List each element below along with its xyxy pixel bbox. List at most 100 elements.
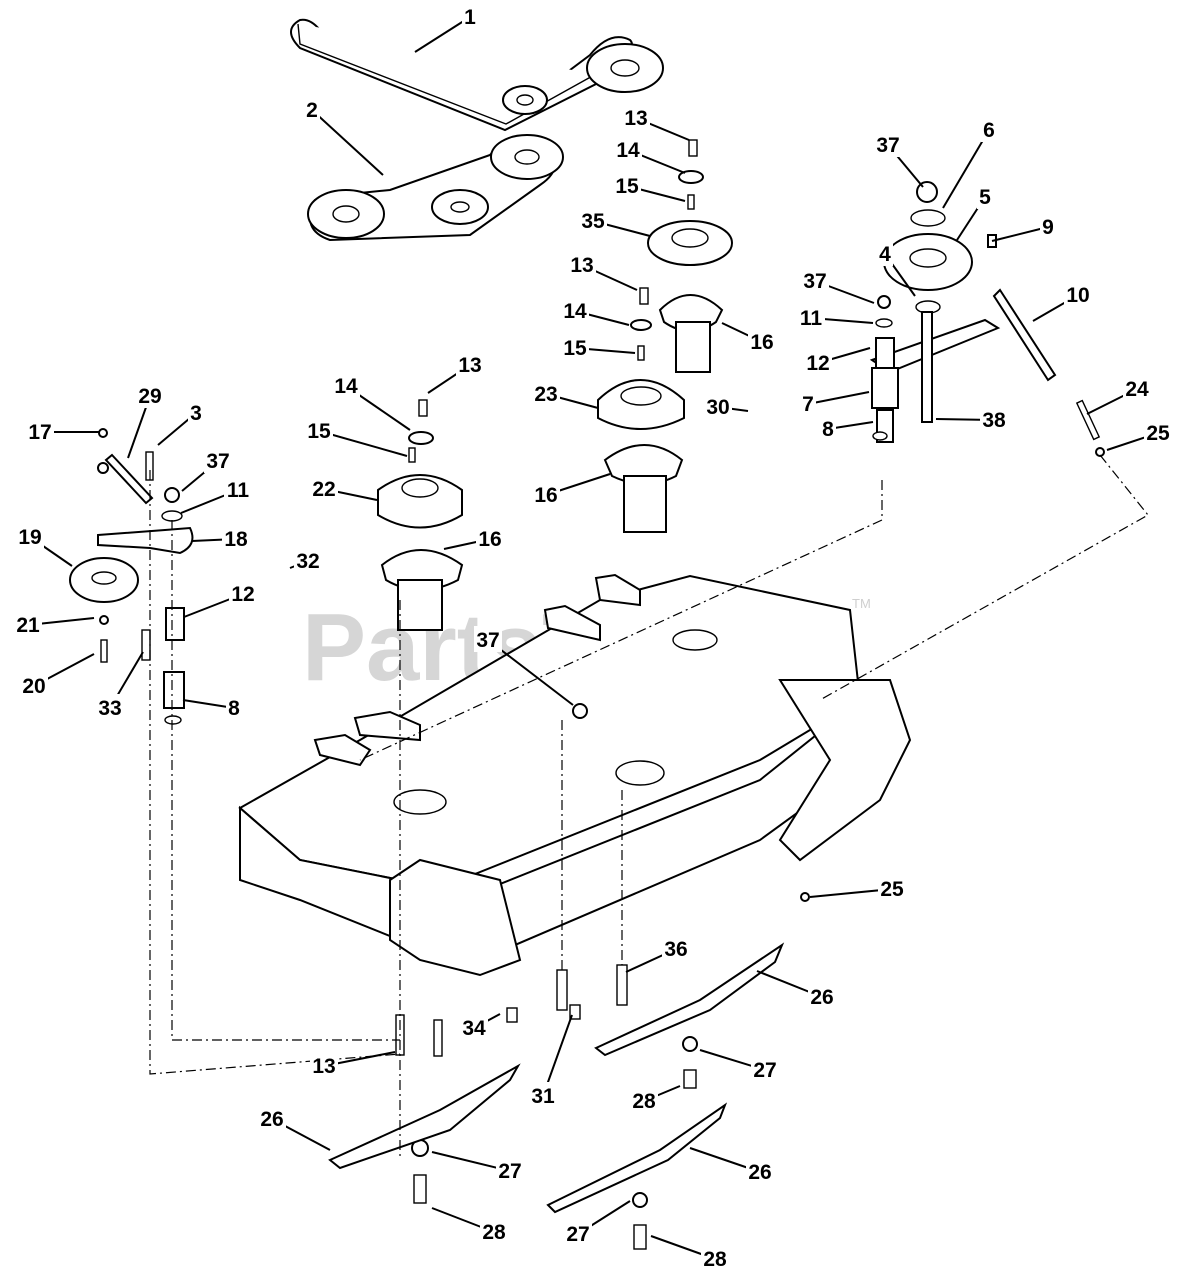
callout-label-bg	[874, 131, 902, 157]
callout-label-bg	[797, 304, 825, 330]
right-idler-group	[869, 181, 1105, 457]
callout-label-15: 15	[307, 420, 331, 443]
callout-label-13: 13	[624, 107, 647, 130]
callout-label-bg	[800, 390, 816, 416]
callout-label-bg	[877, 240, 893, 266]
callout-label-bg	[226, 694, 242, 720]
callout-leader	[487, 639, 574, 706]
callout-label-bg	[474, 626, 502, 652]
callout-label-bg	[564, 1220, 592, 1246]
callout-label-bg	[561, 297, 589, 323]
callout-label-25: 25	[1146, 422, 1170, 445]
callout-label-bg	[294, 547, 322, 573]
callout-label-31: 31	[531, 1085, 555, 1108]
callout-label-bg	[1064, 281, 1092, 307]
belt-1	[290, 18, 633, 132]
callout-label-bg	[14, 611, 42, 637]
callout-label-28: 28	[632, 1090, 656, 1113]
callout-label-38: 38	[982, 409, 1006, 432]
callout-label-11: 11	[800, 307, 823, 330]
callout-label-27: 27	[566, 1223, 589, 1246]
callout-label-9: 9	[1042, 216, 1054, 239]
callout-label-13: 13	[312, 1055, 335, 1078]
callout-label-bg	[981, 116, 997, 142]
callout-label-bg	[304, 96, 320, 122]
callout-label-25: 25	[880, 878, 904, 901]
callout-label-bg	[16, 523, 44, 549]
callout-label-32: 32	[296, 550, 319, 573]
callout-label-27: 27	[753, 1059, 776, 1082]
callout-label-37: 37	[206, 450, 229, 473]
callout-label-bg	[579, 207, 607, 233]
callout-label-27: 27	[498, 1160, 521, 1183]
callout-label-37: 37	[803, 270, 826, 293]
callout-label-bg	[460, 1014, 488, 1040]
callout-label-bg	[662, 935, 690, 961]
callout-label-29: 29	[138, 385, 161, 408]
callout-label-13: 13	[458, 354, 481, 377]
callout-label-bg	[136, 382, 164, 408]
callout-label-16: 16	[750, 331, 773, 354]
callout-label-bg	[222, 525, 250, 551]
callout-label-bg	[1040, 213, 1056, 239]
watermark-trademark: TM	[852, 596, 871, 611]
callout-label-bg	[820, 415, 836, 441]
callout-label-bg	[630, 1087, 658, 1113]
callout-label-bg	[532, 481, 560, 507]
callout-label-16: 16	[478, 528, 501, 551]
callout-label-bg	[224, 476, 252, 502]
left-idler-group	[69, 428, 194, 725]
callout-label-36: 36	[664, 938, 687, 961]
callout-label-8: 8	[822, 418, 834, 441]
callout-label-bg	[532, 380, 560, 406]
callout-label-bg	[748, 328, 776, 354]
callout-label-28: 28	[703, 1248, 727, 1271]
center-spindle-stack	[597, 139, 733, 533]
callout-label-bg	[188, 399, 204, 425]
left-spindle-stack	[377, 399, 464, 631]
callout-label-12: 12	[231, 583, 254, 606]
callout-label-22: 22	[312, 478, 335, 501]
callout-label-bg	[20, 672, 48, 698]
callout-leader	[807, 391, 870, 405]
callout-label-bg	[229, 580, 257, 606]
callout-label-15: 15	[615, 175, 639, 198]
callout-label-19: 19	[18, 526, 41, 549]
mower-deck	[238, 573, 912, 977]
callout-label-12: 12	[806, 352, 829, 375]
callout-label-21: 21	[16, 614, 40, 637]
callout-label-bg	[561, 334, 589, 360]
callout-label-6: 6	[983, 119, 995, 142]
callout-label-bg	[496, 1157, 524, 1183]
callout-label-14: 14	[334, 375, 358, 398]
callout-label-10: 10	[1066, 284, 1089, 307]
callout-label-37: 37	[876, 134, 899, 157]
callout-label-26: 26	[748, 1161, 771, 1184]
callout-label-16: 16	[534, 484, 557, 507]
callout-leader	[991, 226, 1049, 242]
callout-label-24: 24	[1125, 378, 1149, 401]
callout-label-bg	[614, 136, 642, 162]
callout-label-7: 7	[802, 393, 814, 416]
callout-label-bg	[310, 475, 338, 501]
callout-label-bg	[751, 1056, 779, 1082]
callout-label-15: 15	[563, 337, 587, 360]
callout-label-bg	[878, 875, 906, 901]
callout-label-18: 18	[224, 528, 248, 551]
callout-label-bg	[26, 418, 54, 444]
callout-label-8: 8	[228, 697, 240, 720]
guide-lines	[149, 454, 1149, 1160]
callout-label-bg	[568, 251, 596, 277]
callout-label-bg	[613, 172, 641, 198]
callout-label-bg	[96, 694, 124, 720]
callout-leader	[942, 129, 990, 209]
callout-leader	[414, 16, 471, 53]
callout-label-14: 14	[563, 300, 587, 323]
belt-pulleys	[307, 43, 664, 239]
callout-label-bg	[1123, 375, 1151, 401]
callout-label-5: 5	[979, 186, 991, 209]
callout-label-bg	[701, 1245, 729, 1271]
callout-label-3: 3	[190, 402, 202, 425]
